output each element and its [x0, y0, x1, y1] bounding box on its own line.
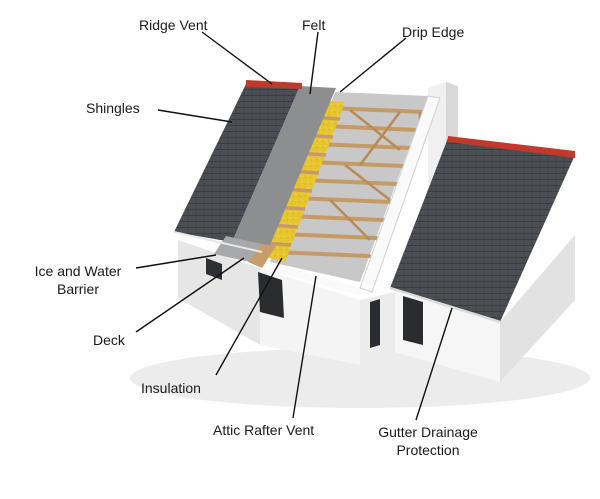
- label-ice-water-line2: Barrier: [56, 281, 99, 297]
- gutter: [389, 286, 501, 324]
- deck-leader: [135, 257, 245, 333]
- label-attic-rafter-vent: Attic Rafter Vent: [213, 422, 315, 438]
- label-ridge-vent: Ridge Vent: [139, 17, 208, 33]
- wing-window: [370, 299, 380, 348]
- ice-water-leader: [135, 254, 217, 269]
- label-ice-water-barrier: Ice and Water Barrier: [22, 262, 134, 298]
- left-window: [206, 258, 222, 280]
- felt-leader: [309, 31, 319, 95]
- wing-door: [403, 296, 423, 345]
- label-gutter-line2: Protection: [396, 442, 460, 458]
- gutter-leader: [415, 307, 453, 421]
- shingles-leader: [157, 109, 233, 123]
- ice-water-band: [214, 236, 262, 262]
- label-deck: Deck: [93, 332, 125, 348]
- drip-edge-leader: [339, 37, 407, 93]
- deck-sheathing: [248, 244, 276, 268]
- shingles-area: [174, 84, 300, 242]
- label-gutter-line1: Gutter Drainage: [378, 424, 478, 440]
- front-door: [258, 272, 284, 318]
- ridge-vent-leader: [201, 31, 273, 85]
- wing-roof: [390, 138, 575, 322]
- felt-strip: [232, 86, 336, 250]
- cutaway-fascia: [359, 95, 441, 293]
- label-felt: Felt: [302, 17, 326, 33]
- label-drip-edge: Drip Edge: [402, 24, 465, 40]
- left-wall: [178, 240, 260, 345]
- wing-ridge-cap: [448, 136, 575, 158]
- attic-rafter-vent-leader: [292, 275, 317, 419]
- insulation-leader: [215, 257, 283, 376]
- wing-side-wall: [500, 235, 575, 382]
- ridge-cap: [246, 80, 302, 89]
- truss-members: [329, 109, 422, 241]
- label-insulation: Insulation: [141, 380, 201, 396]
- label-ice-water-line1: Ice and Water: [34, 263, 122, 279]
- drip-edge: [173, 231, 263, 253]
- label-gutter-drainage: Gutter Drainage Protection: [368, 423, 488, 459]
- label-shingles: Shingles: [86, 100, 140, 116]
- leader-lines: [135, 31, 453, 421]
